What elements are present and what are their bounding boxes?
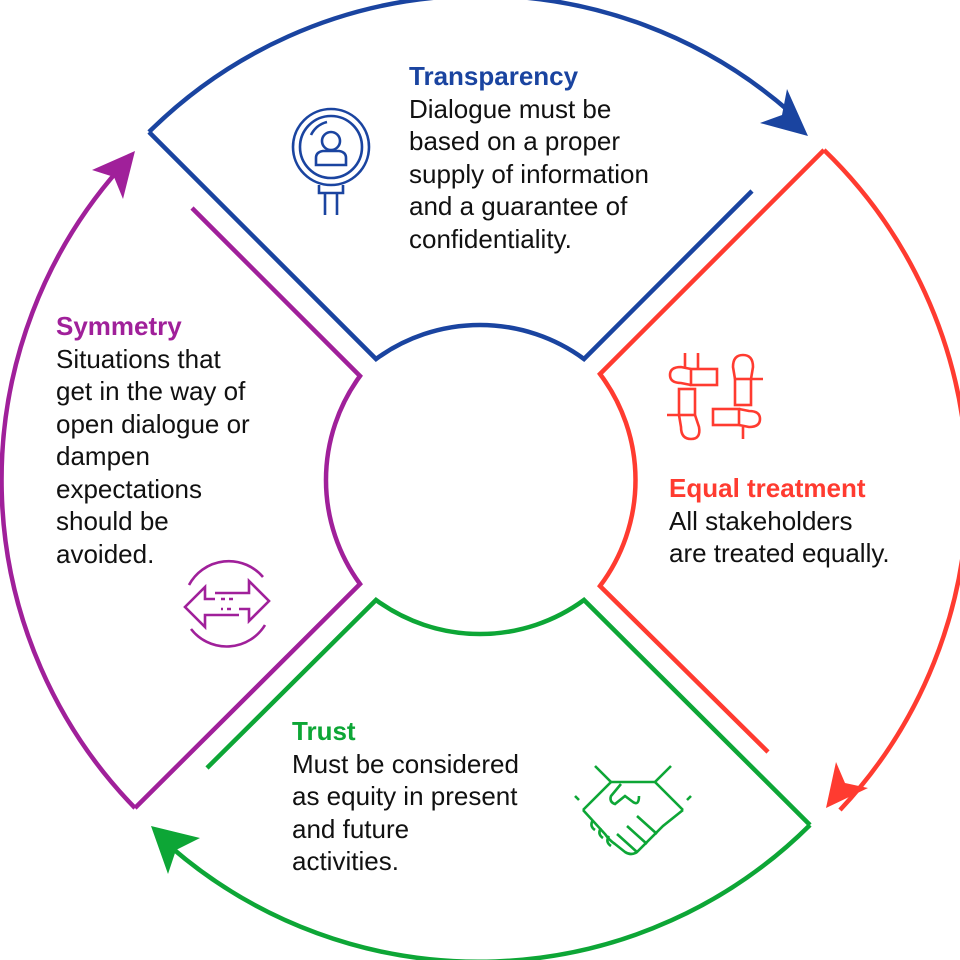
transparency-line: Dialogue must be (409, 93, 612, 124)
transparency-line: supply of information (409, 158, 649, 189)
trust-line: and future (292, 813, 410, 844)
transparency-segment (147, 0, 808, 362)
transparency-line: based on a proper (409, 126, 621, 156)
symmetry-line: should be (56, 506, 169, 536)
equal-treatment-title: Equal treatment (669, 473, 866, 503)
handshake-icon (574, 765, 692, 856)
transparency-line: confidentiality. (409, 223, 572, 254)
symmetry-segment (0, 151, 363, 810)
trust-outer-arc (170, 823, 812, 960)
trust-arrowhead (151, 826, 200, 874)
trust-segment (151, 597, 812, 960)
equal-treatment-arrowhead (826, 762, 868, 808)
trust-line: activities. (292, 846, 399, 876)
transparency-text-block: Transparency Dialogue must be based on a… (409, 60, 649, 255)
trust-title: Trust (292, 716, 356, 746)
symmetry-title: Symmetry (56, 311, 182, 341)
trust-line: as equity in present (292, 781, 518, 811)
magnifier-person-icon (291, 107, 371, 215)
transparency-outer-arc (147, 0, 792, 134)
symmetry-line: expectations (56, 473, 202, 504)
symmetry-line: get in the way of (56, 376, 246, 406)
transparency-wedge (147, 130, 754, 362)
trust-line: Must be considered (292, 748, 519, 779)
symmetry-arrowhead (92, 151, 135, 199)
trust-text-block: Trust Must be considered as equity in pr… (292, 715, 519, 878)
equal-treatment-line: are treated equally. (669, 538, 890, 568)
transparency-line: and a guarantee of (409, 191, 628, 221)
symmetry-wedge (133, 206, 363, 810)
symmetry-outer-arc (0, 166, 137, 810)
equal-treatment-segment (597, 148, 960, 812)
transparency-arrowhead (760, 89, 808, 136)
symmetry-line: Situations that (56, 343, 221, 374)
symmetry-text-block: Symmetry Situations that get in the way … (56, 310, 250, 570)
symmetry-line: avoided. (56, 538, 155, 569)
exchange-arrows-icon (183, 559, 271, 648)
symmetry-line: open dialogue or (56, 408, 250, 439)
linked-hands-icon (667, 353, 763, 441)
trust-wedge (205, 597, 812, 827)
transparency-title: Transparency (409, 61, 579, 91)
equal-treatment-wedge (597, 148, 826, 754)
equal-treatment-line: All stakeholders (669, 505, 853, 536)
equal-treatment-text-block: Equal treatment All stakeholders are tre… (669, 472, 890, 570)
symmetry-line: dampen (56, 441, 150, 471)
equal-treatment-outer-arc (822, 148, 960, 812)
